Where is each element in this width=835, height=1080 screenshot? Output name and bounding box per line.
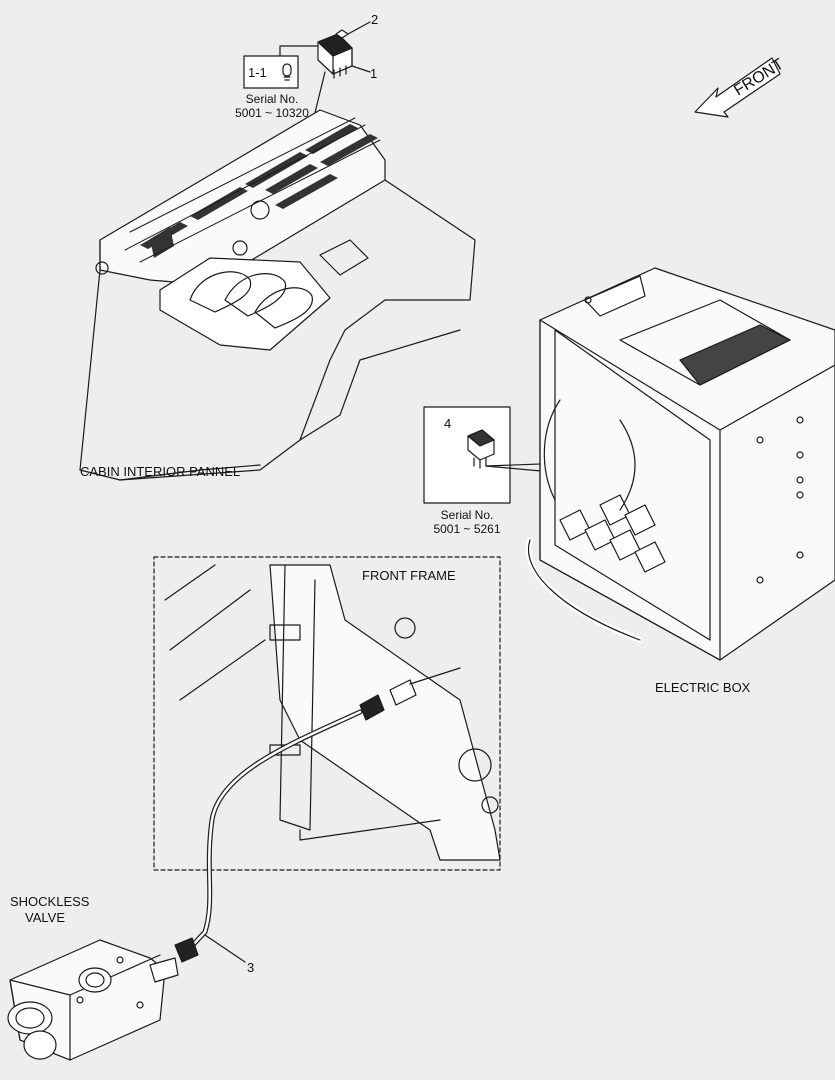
front-frame	[164, 564, 501, 861]
bulb-detail-box	[243, 55, 299, 89]
electric-box-label: ELECTRIC BOX	[655, 680, 751, 695]
relay-icon	[467, 429, 495, 469]
front-frame-detail-window	[153, 556, 501, 871]
switch-serial-range: 5001 ~ 10320	[235, 106, 309, 120]
cabin-panel-label: CABIN INTERIOR PANNEL	[80, 464, 241, 479]
relay-serial-label: Serial No.	[440, 508, 494, 522]
front-frame-label: FRONT FRAME	[362, 568, 456, 583]
callout-part-1-1: 1-1	[248, 65, 267, 80]
front-direction-arrow: FRONT	[694, 56, 787, 118]
vent-louvers	[140, 124, 378, 258]
rocker-switch-part	[279, 21, 371, 79]
callout-part-2: 2	[371, 12, 379, 27]
shockless-valve-label-line2: VALVE	[25, 910, 65, 925]
harness-leader-line	[204, 934, 246, 963]
electric-box	[525, 267, 835, 661]
shockless-valve	[7, 939, 179, 1061]
switch-serial-label: Serial No.	[245, 92, 299, 106]
bulb-icon	[282, 63, 292, 81]
shockless-valve-label-line1: SHOCKLESS	[10, 894, 90, 909]
cabin-interior-panel	[79, 109, 476, 481]
relay-detail-box	[423, 406, 511, 504]
valve-connector	[174, 937, 199, 963]
callout-part-1: 1	[370, 66, 378, 81]
callout-part-3: 3	[247, 960, 255, 975]
front-arrow-label: FRONT	[731, 56, 787, 100]
callout-part-4: 4	[444, 416, 452, 431]
relay-serial-range: 5001 ~ 5261	[433, 522, 501, 536]
relay-row	[559, 494, 666, 573]
